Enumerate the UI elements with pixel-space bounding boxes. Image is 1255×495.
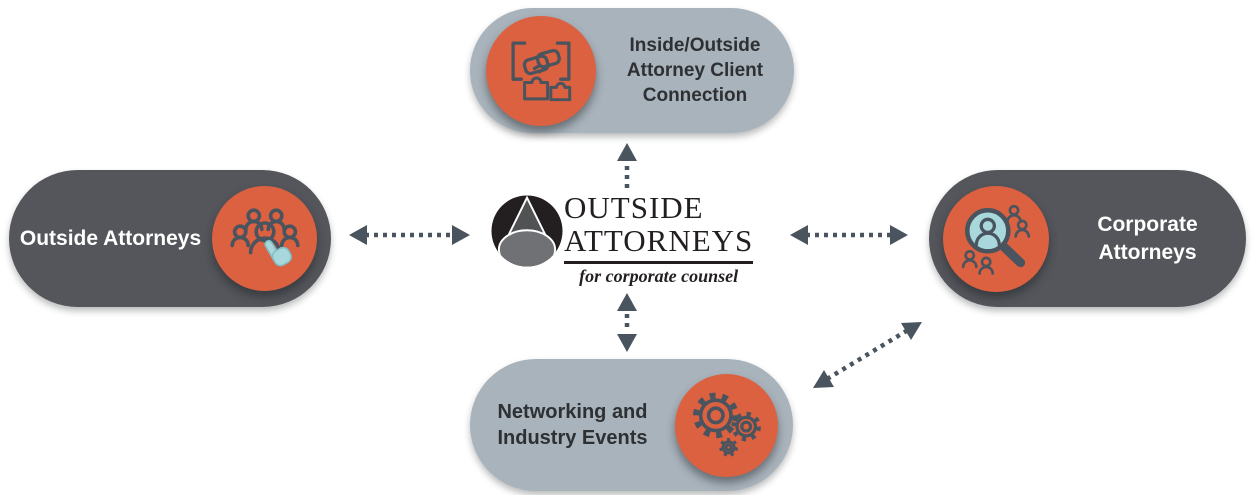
- node-label: Corporate Attorneys: [1097, 212, 1198, 264]
- logo-name: OUTSIDE ATTORNEYS: [564, 190, 754, 264]
- arrow-center-to-right: [790, 225, 908, 245]
- triangle-a-monogram-icon: [491, 195, 563, 267]
- node-corporate-attorneys: Corporate Attorneys: [929, 170, 1246, 307]
- handshake-puzzle-icon: [486, 15, 596, 126]
- logo-tagline: for corporate counsel: [579, 266, 739, 286]
- magnifier-talent-search-icon: [943, 185, 1049, 292]
- logo-name-line1: OUTSIDE: [564, 190, 704, 225]
- node-label: Outside Attorneys: [19, 226, 202, 250]
- gears-icon: [675, 373, 778, 477]
- logo-name-line2: ATTORNEYS: [564, 223, 754, 258]
- people-group-select-icon: [212, 186, 317, 291]
- arrow-center-to-top: [617, 143, 637, 191]
- node-outside-attorneys: Outside Attorneys: [9, 170, 331, 307]
- node-label: Inside/Outside Attorney Client Connectio…: [626, 34, 764, 107]
- node-inside-outside-connection: Inside/Outside Attorney Client Connectio…: [470, 8, 794, 133]
- node-label: Networking and Industry Events: [497, 400, 648, 449]
- arrow-bottom-to-right: [813, 322, 922, 388]
- logo-wordmark: OUTSIDE ATTORNEYS for corporate counsel: [564, 190, 754, 287]
- arrow-center-to-bottom: [617, 293, 637, 352]
- node-networking-events: Networking and Industry Events: [470, 359, 793, 491]
- arrow-center-to-left: [349, 225, 470, 245]
